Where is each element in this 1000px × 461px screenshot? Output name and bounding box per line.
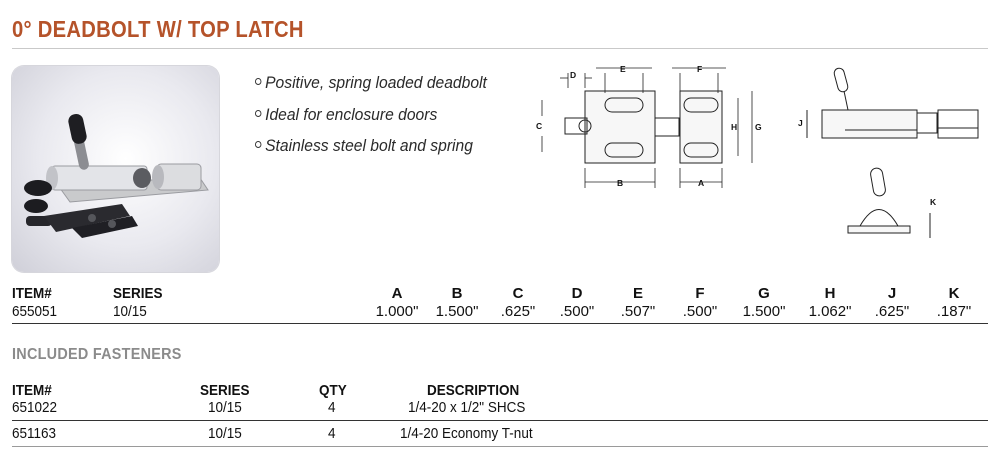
dim-label-k: K	[930, 197, 937, 207]
spec-table-rule	[12, 323, 988, 324]
col-header-item: ITEM#	[12, 285, 52, 302]
col-header-g: G	[758, 285, 770, 302]
dim-label-b: B	[617, 178, 623, 188]
fastener-row-rule	[12, 446, 988, 447]
dim-value-h: 1.062"	[808, 303, 852, 320]
fasteners-section-title: INCLUDED FASTENERS	[12, 346, 182, 363]
col-header-k: K	[948, 285, 960, 302]
fastener-row-rule	[12, 420, 988, 421]
dim-label-g: G	[755, 122, 762, 132]
fastener-series: 10/15	[208, 425, 242, 442]
col-header-h: H	[824, 285, 836, 302]
series-value: 10/15	[113, 303, 147, 320]
side-view	[806, 67, 979, 139]
dim-label-h: H	[731, 122, 737, 132]
dim-value-j: .625"	[874, 303, 910, 320]
end-view	[847, 167, 931, 238]
item-number: 655051	[12, 303, 58, 320]
fastener-col-series: SERIES	[200, 382, 250, 399]
fastener-qty: 4	[328, 425, 336, 442]
feature-list: Positive, spring loaded deadbolt Ideal f…	[255, 72, 507, 167]
dim-value-c: .625"	[500, 303, 536, 320]
fastener-item: 651163	[12, 425, 57, 442]
fastener-qty: 4	[328, 399, 336, 416]
fastener-description: 1/4-20 Economy T-nut	[400, 425, 533, 442]
fastener-series: 10/15	[208, 399, 242, 416]
dim-value-d: .500"	[559, 303, 595, 320]
product-photo	[12, 66, 219, 272]
dim-value-b: 1.500"	[435, 303, 479, 320]
col-header-j: J	[887, 285, 897, 302]
dim-label-d: D	[570, 70, 576, 80]
dim-value-e: .507"	[620, 303, 656, 320]
dim-value-f: .500"	[682, 303, 718, 320]
col-header-a: A	[391, 285, 403, 302]
col-header-f: F	[695, 285, 705, 302]
dimension-lines	[541, 67, 753, 188]
page-title: 0° DEADBOLT W/ TOP LATCH	[12, 16, 304, 42]
dim-value-k: .187"	[936, 303, 972, 320]
col-header-c: C	[512, 285, 524, 302]
col-header-b: B	[451, 285, 463, 302]
bullet-icon	[255, 141, 262, 148]
dim-label-a: A	[698, 178, 704, 188]
dim-label-f: F	[697, 64, 702, 74]
feature-item: Stainless steel bolt and spring	[255, 135, 487, 167]
fastener-col-qty: QTY	[319, 382, 347, 399]
fastener-description: 1/4-20 x 1/2" SHCS	[408, 399, 526, 416]
dim-label-j: J	[798, 118, 803, 128]
dim-value-g: 1.500"	[742, 303, 786, 320]
dimension-drawing: D E F C B A H G J K	[536, 64, 979, 238]
fastener-col-description: DESCRIPTION	[427, 382, 520, 399]
fastener-col-item: ITEM#	[12, 382, 52, 399]
col-header-e: E	[632, 285, 643, 302]
bullet-icon	[255, 109, 262, 117]
dim-label-c: C	[536, 121, 542, 131]
col-header-series: SERIES	[113, 285, 163, 302]
feature-item: Positive, spring loaded deadbolt	[255, 72, 487, 104]
dim-value-a: 1.000"	[375, 303, 419, 320]
fastener-item: 651022	[12, 399, 58, 416]
bullet-icon	[255, 78, 262, 85]
dim-label-e: E	[620, 64, 626, 74]
feature-item: Ideal for enclosure doors	[255, 104, 487, 136]
front-view	[564, 90, 723, 164]
title-divider	[12, 48, 988, 49]
col-header-d: D	[571, 285, 583, 302]
